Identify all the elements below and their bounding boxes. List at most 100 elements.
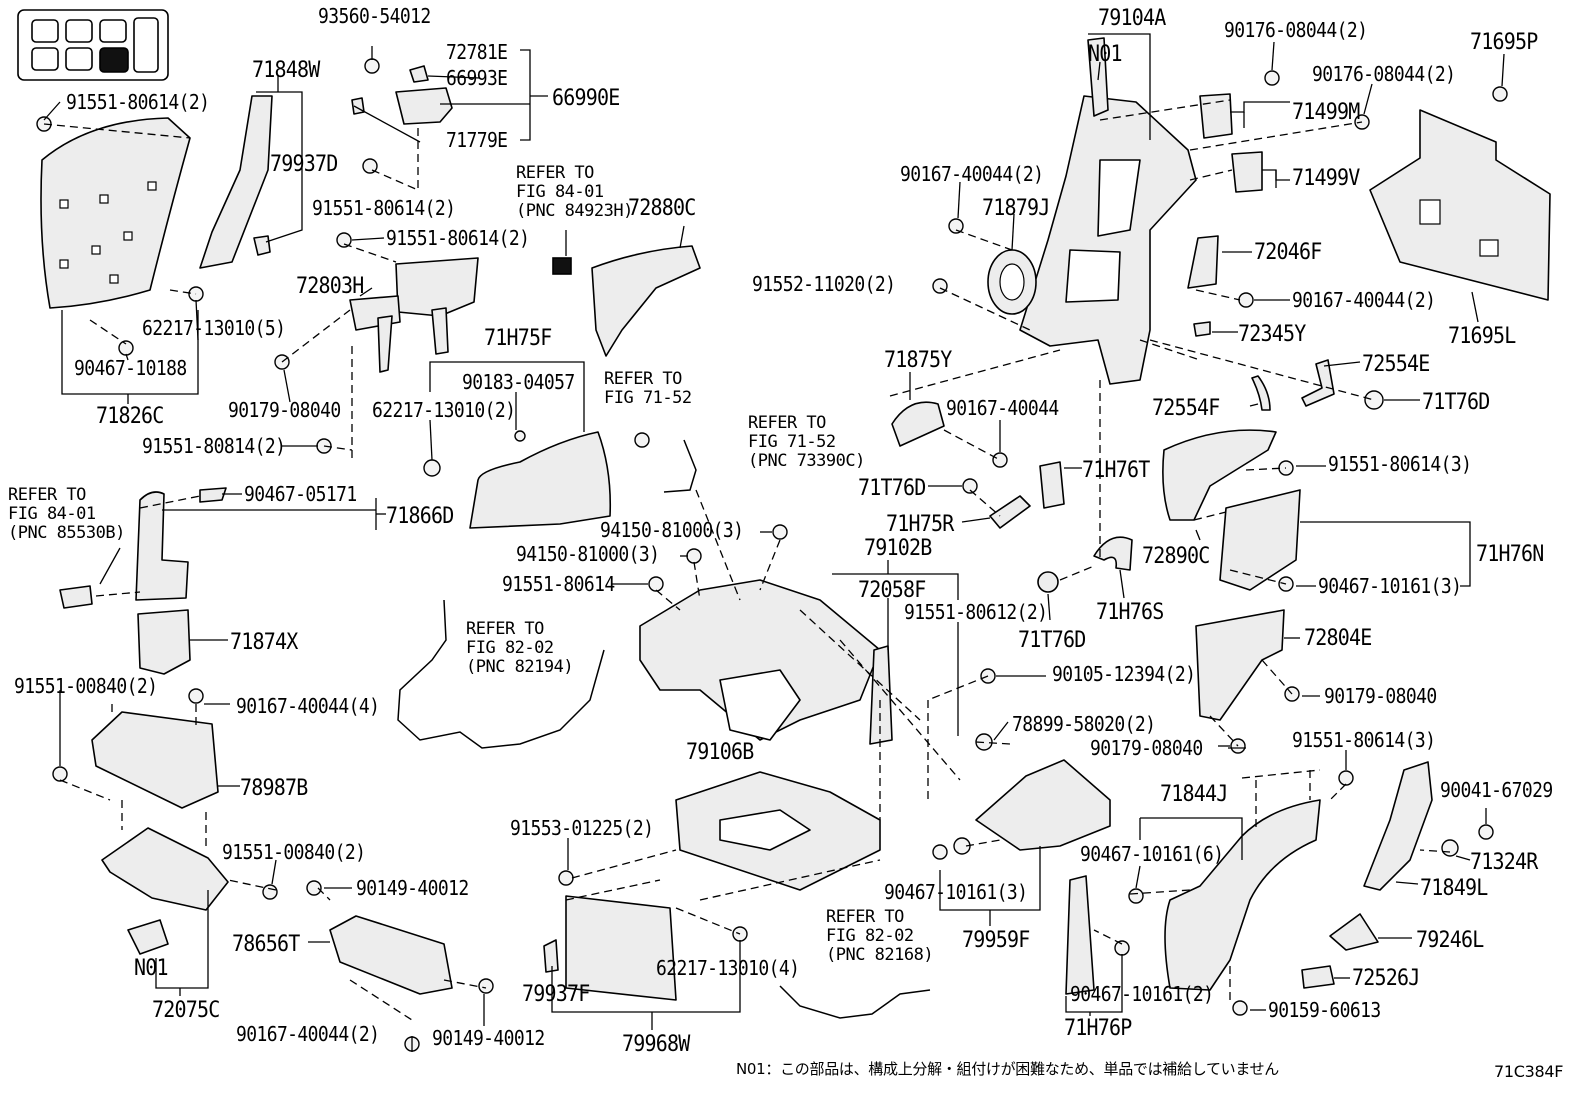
label-90467-10161-3a: 90467-10161(3)	[1318, 574, 1462, 599]
label-66993E: 66993E	[446, 66, 508, 91]
label-72554F: 72554F	[1152, 393, 1220, 421]
label-71T76Dc: 71T76D	[1018, 625, 1086, 653]
label-90159-60613: 90159-60613	[1268, 998, 1381, 1023]
label-71H76S: 71H76S	[1096, 597, 1164, 625]
label-71T76Da: 71T76D	[1422, 387, 1490, 415]
label-71826C: 71826C	[96, 401, 164, 429]
label-72890C: 72890C	[1142, 541, 1210, 569]
label-79106B: 79106B	[686, 737, 754, 765]
label-71844J: 71844J	[1160, 779, 1228, 807]
refer-to-fig-71-52-73390C: REFER TO FIG 71-52 (PNC 73390C)	[748, 413, 865, 471]
label-78656T: 78656T	[232, 929, 300, 957]
label-72075C: 72075C	[152, 995, 220, 1023]
label-90176-08044-2b: 90176-08044(2)	[1312, 62, 1456, 87]
footnote-n01: N01：この部品は、構成上分解・組付けが困難なため、単品では補給していません	[736, 1060, 1280, 1078]
label-71875Y: 71875Y	[884, 345, 952, 373]
label-71695L: 71695L	[1448, 321, 1516, 349]
label-79102B: 79102B	[864, 533, 932, 561]
label-71879J: 71879J	[982, 193, 1050, 221]
label-90467-10188: 90467-10188	[74, 356, 187, 381]
label-90167-40044-4: 90167-40044(4)	[236, 694, 380, 719]
assembly-dashed-lines	[43, 99, 1451, 1021]
label-91551-80614-2c: 91551-80614(2)	[386, 226, 530, 251]
label-71779E: 71779E	[446, 128, 508, 153]
label-71H76T: 71H76T	[1082, 455, 1150, 483]
label-90041-67029: 90041-67029	[1440, 778, 1553, 803]
label-90179-08040b: 90179-08040	[1324, 684, 1437, 709]
refer-to-fig-84-01-84923H: REFER TO FIG 84-01 (PNC 84923H)	[516, 163, 633, 221]
label-72526J: 72526J	[1352, 963, 1420, 991]
label-72803H: 72803H	[296, 271, 364, 299]
label-91551-00840-2b: 91551-00840(2)	[222, 840, 366, 865]
label-72804E: 72804E	[1304, 623, 1372, 651]
label-91551-80612-2: 91551-80612(2)	[904, 600, 1048, 625]
refer-to-fig-82-02-82168: REFER TO FIG 82-02 (PNC 82168)	[826, 907, 934, 965]
label-N01a: N01	[1088, 39, 1123, 67]
label-72880C: 72880C	[628, 193, 696, 221]
label-90467-10161-3b: 90467-10161(3)	[884, 880, 1028, 905]
label-71T76Db: 71T76D	[858, 473, 926, 501]
label-91553-01225-2: 91553-01225(2)	[510, 816, 654, 841]
label-71H75R: 71H75R	[886, 509, 954, 537]
label-N01b: N01	[134, 953, 169, 981]
refer-to-fig-71-52: REFER TO FIG 71-52	[604, 369, 692, 408]
label-71H76P: 71H76P	[1064, 1013, 1132, 1041]
label-90105-12394-2: 90105-12394(2)	[1052, 662, 1196, 687]
label-91552-11020-2: 91552-11020(2)	[752, 272, 896, 297]
label-90467-10161-2: 90467-10161(2)	[1070, 982, 1214, 1007]
label-78899-58020-2: 78899-58020(2)	[1012, 712, 1156, 737]
label-72554E: 72554E	[1362, 349, 1430, 377]
label-90167-40044-2a: 90167-40044(2)	[900, 162, 1044, 187]
label-71324R: 71324R	[1470, 847, 1538, 875]
refer-to-fig-82-02-82194: REFER TO FIG 82-02 (PNC 82194)	[466, 619, 574, 677]
back-panel-71826C	[40, 117, 191, 309]
label-72781E: 72781E	[446, 40, 508, 65]
label-71848W: 71848W	[252, 55, 320, 83]
label-90176-08044-2a: 90176-08044(2)	[1224, 18, 1368, 43]
label-90179-08040a: 90179-08040	[228, 398, 341, 423]
seat-position-indicator-icon	[17, 9, 169, 81]
label-71H76N: 71H76N	[1476, 539, 1544, 567]
label-90167-40044-2b: 90167-40044(2)	[1292, 288, 1436, 313]
label-79246L: 79246L	[1416, 925, 1484, 953]
label-91551-80614-2a: 91551-80614(2)	[66, 90, 210, 115]
label-78987B: 78987B	[240, 773, 308, 801]
label-71499V: 71499V	[1292, 163, 1360, 191]
label-71866D: 71866D	[386, 501, 454, 529]
label-90167-40044: 90167-40044	[946, 396, 1059, 421]
label-90179-08040c: 90179-08040	[1090, 736, 1203, 761]
label-62217-13010-4: 62217-13010(4)	[656, 956, 800, 981]
label-93560-54012: 93560-54012	[318, 4, 431, 29]
label-91551-80614-3a: 91551-80614(3)	[1328, 452, 1472, 477]
label-90467-05171: 90467-05171	[244, 482, 357, 507]
label-62217-13010-5: 62217-13010(5)	[142, 316, 286, 341]
label-79104A: 79104A	[1098, 3, 1166, 31]
label-90183-04057: 90183-04057	[462, 370, 575, 395]
label-79968W: 79968W	[622, 1029, 690, 1057]
label-72046F: 72046F	[1254, 237, 1322, 265]
label-62217-13010-2: 62217-13010(2)	[372, 398, 516, 423]
label-90149-40012a: 90149-40012	[356, 876, 469, 901]
label-79937D: 79937D	[270, 149, 338, 177]
label-90467-10161-6: 90467-10161(6)	[1080, 842, 1224, 867]
label-91551-80614: 91551-80614	[502, 572, 615, 597]
label-90149-40012b: 90149-40012	[432, 1026, 545, 1051]
label-71849L: 71849L	[1420, 873, 1488, 901]
label-79959F: 79959F	[962, 925, 1030, 953]
label-72058F: 72058F	[858, 575, 926, 603]
label-71H75F: 71H75F	[484, 323, 552, 351]
label-66990E: 66990E	[552, 83, 620, 111]
label-79937F: 79937F	[522, 979, 590, 1007]
label-94150-81000-3a: 94150-81000(3)	[600, 518, 744, 543]
label-90167-40044-2c: 90167-40044(2)	[236, 1022, 380, 1047]
leader-lines	[43, 33, 1505, 1052]
label-94150-81000-3b: 94150-81000(3)	[516, 542, 660, 567]
refer-to-fig-84-01-85530B: REFER TO FIG 84-01 (PNC 85530B)	[8, 485, 125, 543]
label-71874X: 71874X	[230, 627, 298, 655]
figure-id: 71C384F	[1494, 1062, 1564, 1081]
label-91551-80614-2b: 91551-80614(2)	[312, 196, 456, 221]
label-71499M: 71499M	[1292, 97, 1360, 125]
label-72345Y: 72345Y	[1238, 319, 1306, 347]
